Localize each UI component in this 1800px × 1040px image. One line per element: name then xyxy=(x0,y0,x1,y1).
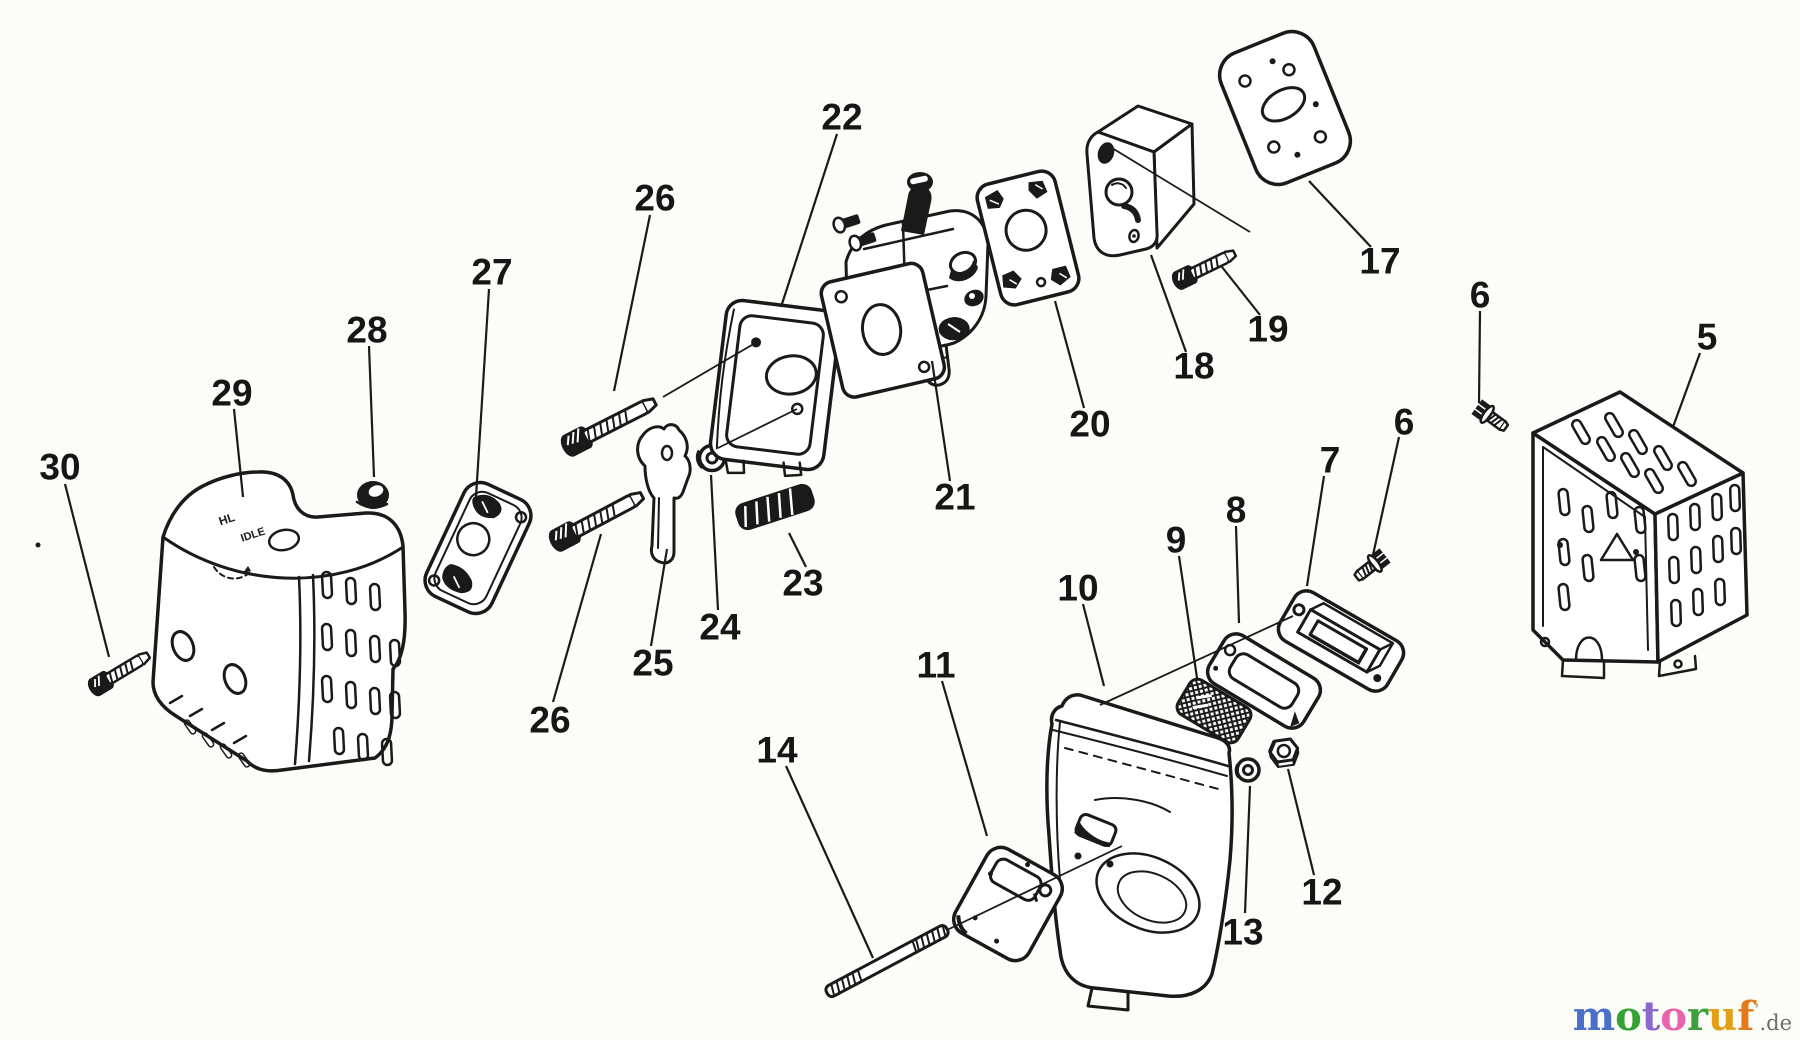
part-25-choke-lever xyxy=(636,423,692,565)
logo-suffix: .de xyxy=(1759,1011,1792,1035)
part-6-screw-upper xyxy=(1469,397,1513,438)
callout-leader-5 xyxy=(1671,352,1702,428)
logo-letter: m xyxy=(1572,993,1616,1040)
callout-label-28: 28 xyxy=(346,310,387,351)
part-27-gasket xyxy=(423,480,533,616)
callout-leader-27 xyxy=(474,288,491,498)
callout-leader-6 xyxy=(1477,310,1482,404)
callout-leader-22 xyxy=(779,133,839,308)
part-8-gasket xyxy=(1205,632,1323,730)
callout-label-8: 8 xyxy=(1226,490,1247,531)
part-17-gasket xyxy=(1217,29,1353,187)
part-12-nut xyxy=(1268,737,1300,768)
part-19-screw xyxy=(1167,243,1241,294)
callout-label-9: 9 xyxy=(1166,520,1187,561)
callout-label-10: 10 xyxy=(1057,568,1098,609)
logo-letter: r xyxy=(1686,993,1709,1040)
callout-leader-19 xyxy=(1221,266,1261,316)
cover-marking-hl: HL xyxy=(217,510,237,528)
callout-leader-9 xyxy=(1177,555,1199,679)
logo-letter: f xyxy=(1737,993,1755,1040)
callout-leader-21 xyxy=(930,360,952,482)
callout-leader-6 xyxy=(1371,436,1401,556)
callout-leader-28 xyxy=(367,345,376,478)
part-5-muffler-cover xyxy=(1531,390,1749,680)
callout-leader-7 xyxy=(1305,475,1326,587)
callout-label-29: 29 xyxy=(211,373,252,414)
part-29-air-cleaner-cover: HL IDLE xyxy=(151,470,407,773)
callout-leader-30 xyxy=(63,483,111,658)
callout-label-14: 14 xyxy=(756,730,798,771)
part-21-carburetor xyxy=(819,172,990,399)
part-30-screw xyxy=(83,645,155,701)
motoruf-logo[interactable]: motoruf’.de xyxy=(1573,996,1792,1038)
logo-letter: o xyxy=(1660,993,1687,1040)
callout-leader-11 xyxy=(940,680,989,837)
callout-label-25: 25 xyxy=(632,643,673,684)
logo-letter: o xyxy=(1615,993,1642,1040)
part-6-screw-lower xyxy=(1349,546,1393,587)
part-23-filter-element xyxy=(735,483,815,531)
callout-label-20: 20 xyxy=(1069,404,1110,445)
callout-label-13: 13 xyxy=(1222,912,1263,953)
callout-leader-26 xyxy=(612,214,652,392)
callout-label-22: 22 xyxy=(821,97,862,138)
callout-label-12: 12 xyxy=(1301,872,1342,913)
part-10-muffler xyxy=(1045,693,1234,1012)
callout-leader-29 xyxy=(232,408,245,498)
part-20-gasket xyxy=(975,169,1081,307)
callout-leader-17 xyxy=(1308,180,1372,248)
callout-leader-20 xyxy=(1053,300,1086,409)
stray-dot xyxy=(35,542,41,548)
logo-letter: t xyxy=(1641,993,1661,1040)
callout-leader-18 xyxy=(1149,254,1188,353)
callout-label-21: 21 xyxy=(934,477,975,518)
callout-label-6: 6 xyxy=(1470,275,1491,316)
callout-leader-14 xyxy=(784,765,875,959)
callout-leader-24 xyxy=(709,474,720,611)
logo-tick: ’ xyxy=(1754,1000,1760,1020)
part-26-screw-lower xyxy=(543,483,650,557)
callout-leader-13 xyxy=(1243,785,1252,914)
callout-label-23: 23 xyxy=(782,563,823,604)
part-11-gasket xyxy=(951,845,1065,963)
callout-leader-23 xyxy=(788,532,807,568)
callout-leader-12 xyxy=(1286,768,1316,876)
callout-label-19: 19 xyxy=(1247,309,1288,350)
callout-label-7: 7 xyxy=(1320,440,1341,481)
callout-label-26: 26 xyxy=(529,700,570,741)
part-14-stud xyxy=(824,923,950,999)
callout-layer: 5 6 6 7 89 10 11 12 13 14 17 18 19 20 21 22 23 24 25 26 26 27… xyxy=(39,97,1717,959)
part-22-air-cleaner-case xyxy=(708,298,842,478)
callout-label-24: 24 xyxy=(699,607,741,648)
part-9-spark-screen xyxy=(1175,677,1253,745)
callout-label-30: 30 xyxy=(39,447,80,488)
assembly-axis-lines xyxy=(662,147,1294,931)
callout-leader-25 xyxy=(649,548,669,647)
part-13-washer xyxy=(1234,757,1261,783)
part-7-exhaust-plate xyxy=(1276,589,1406,693)
callout-leader-26 xyxy=(551,533,603,703)
callout-label-5: 5 xyxy=(1697,317,1718,358)
callout-label-6: 6 xyxy=(1394,402,1415,443)
callout-leader-10 xyxy=(1081,603,1106,687)
part-18-insulator xyxy=(1085,104,1196,258)
callout-label-17: 17 xyxy=(1359,241,1400,282)
callout-label-18: 18 xyxy=(1173,346,1214,387)
logo-letter: u xyxy=(1708,993,1738,1040)
callout-label-27: 27 xyxy=(471,252,512,293)
callout-label-11: 11 xyxy=(916,645,955,686)
callout-leader-8 xyxy=(1234,525,1241,624)
callout-label-26: 26 xyxy=(634,178,675,219)
part-28-knob xyxy=(355,481,389,509)
